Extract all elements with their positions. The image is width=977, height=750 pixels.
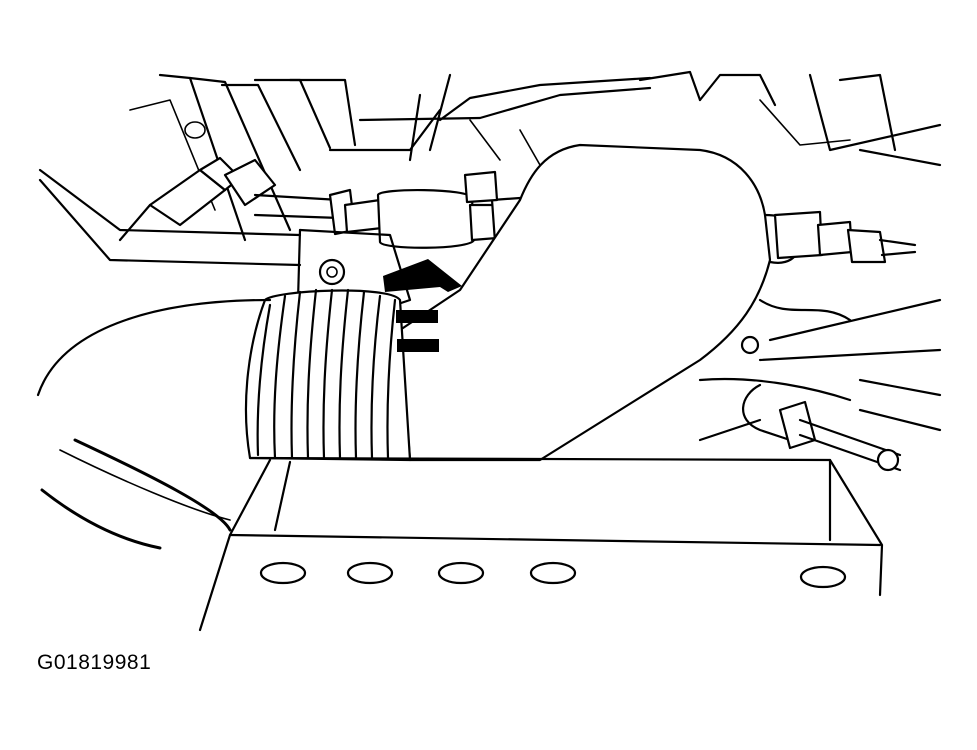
right-hardware [698, 378, 942, 472]
left-hose [36, 298, 272, 550]
figure-caption: G01819981 [37, 651, 152, 674]
corrugated-bellows [244, 288, 412, 462]
lower-plate [198, 456, 884, 632]
engine-bay-background [38, 70, 942, 267]
direction-arrow-icon [383, 259, 462, 352]
fuel-line-connector [118, 156, 524, 249]
sensor-connector [698, 210, 942, 402]
